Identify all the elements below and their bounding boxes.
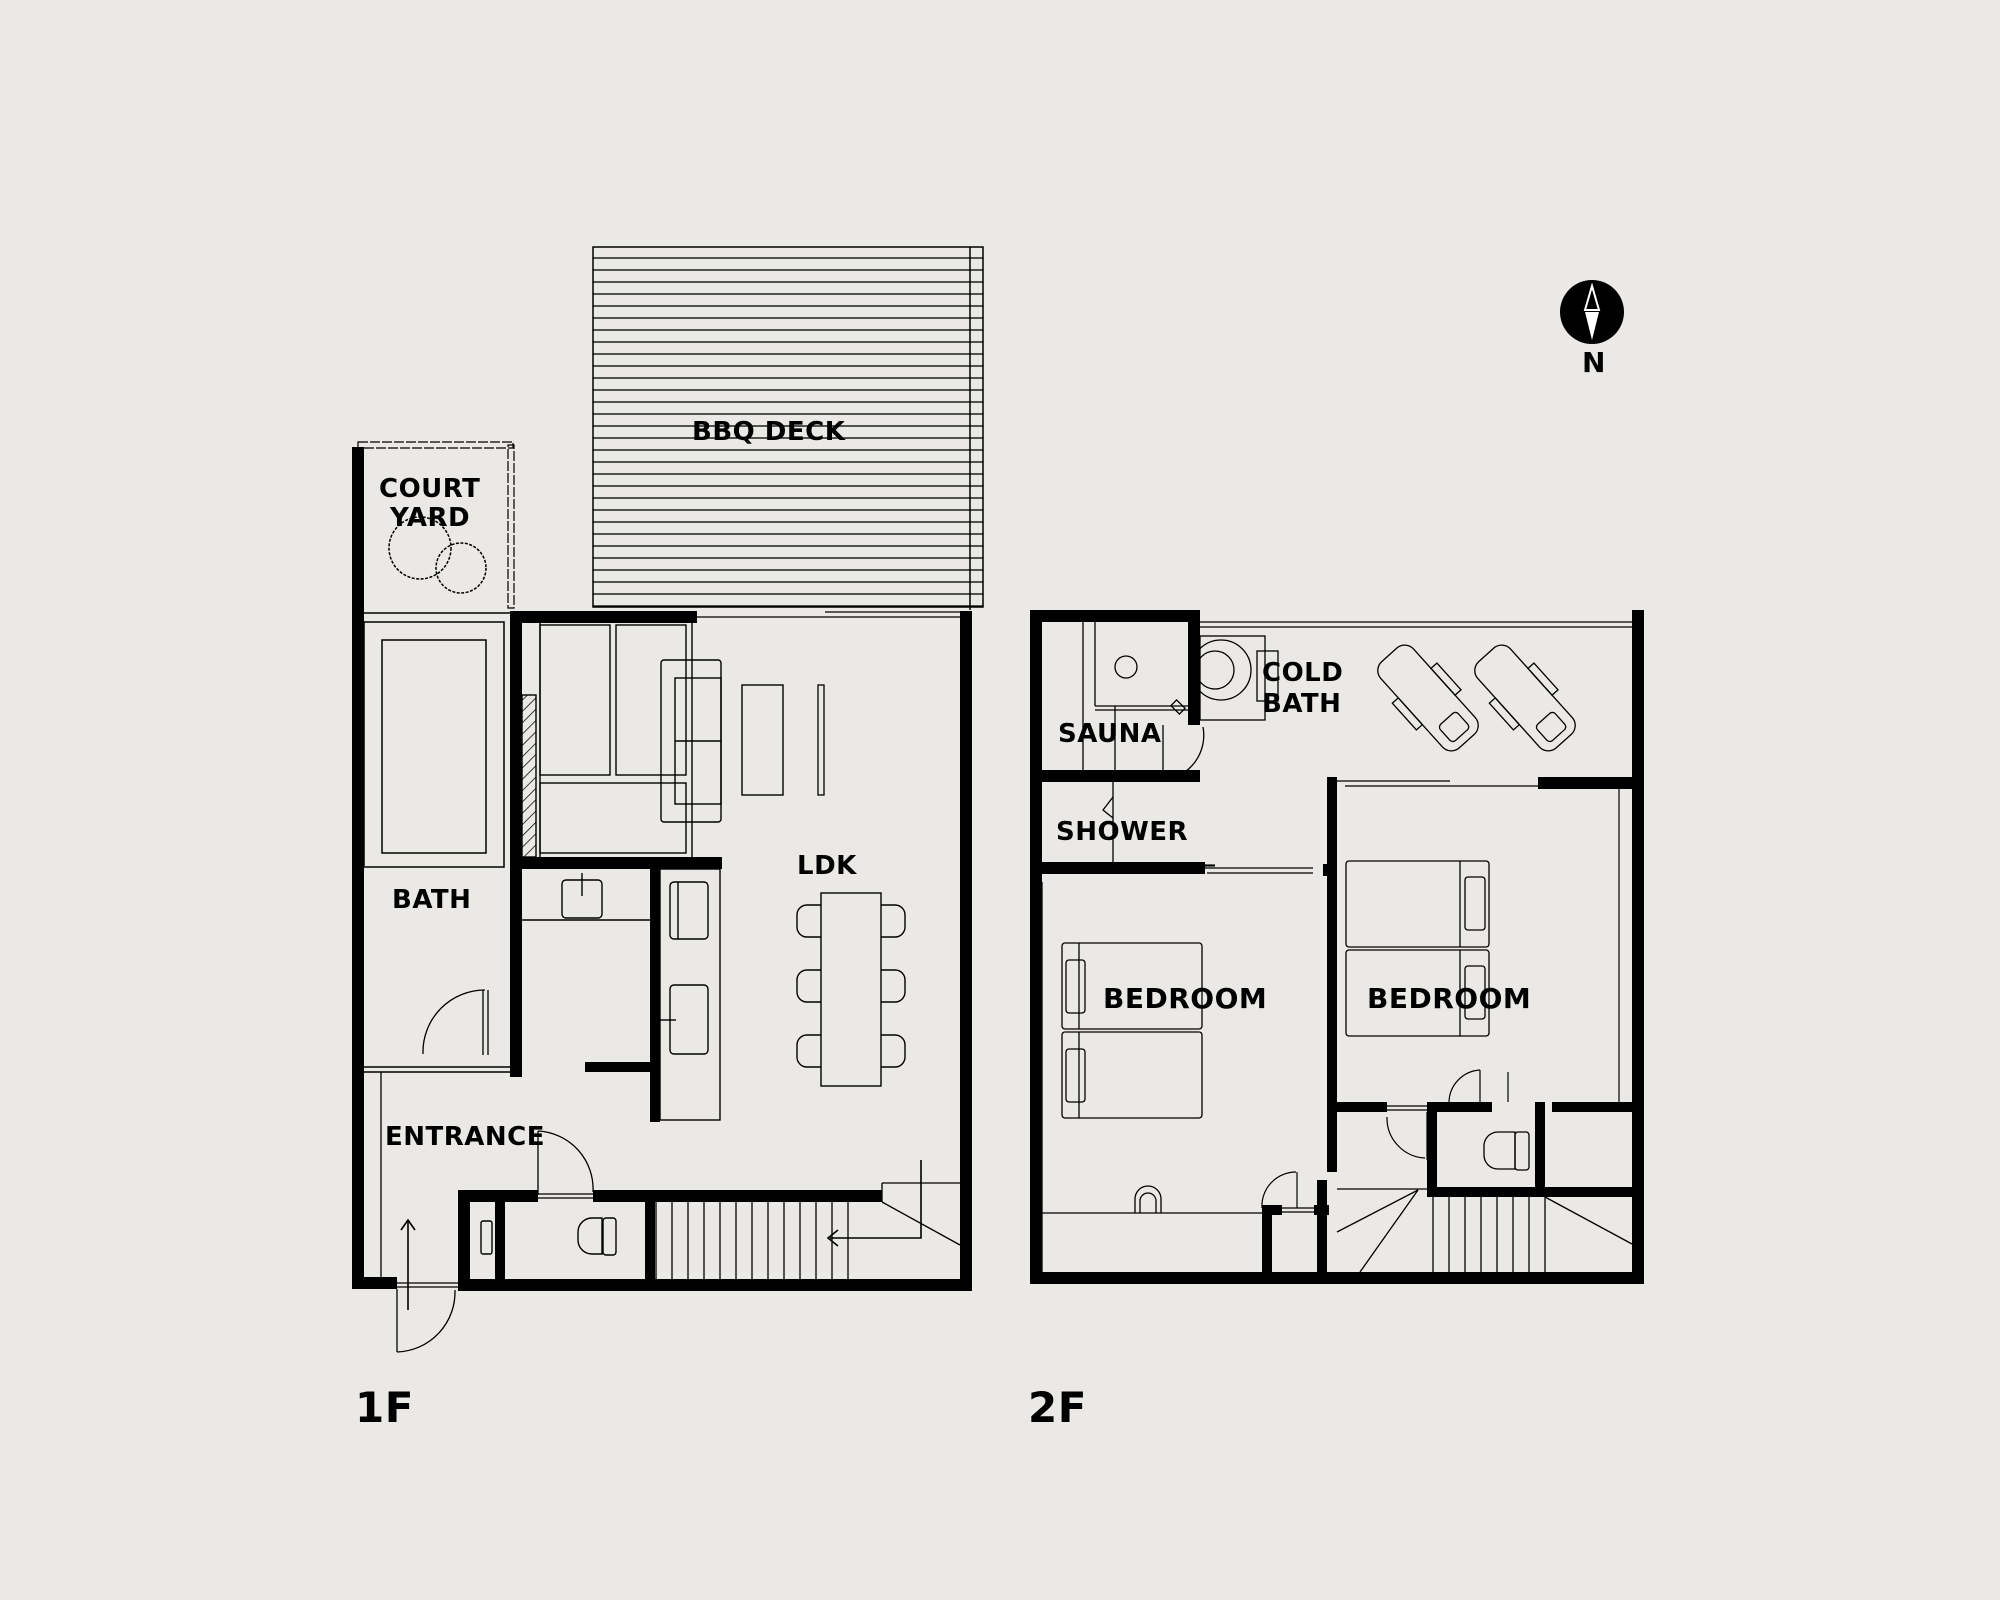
desk: [1042, 1185, 1262, 1214]
lounge-chair-icon: [1377, 644, 1479, 752]
1f-walls: [352, 447, 972, 1291]
dining-table: [796, 892, 906, 1087]
floor-2f: SAUNA COLD BATH SHOWER BEDROOM BEDROOM 2…: [1028, 610, 1644, 1432]
label-bath: BATH: [392, 885, 471, 915]
floor-label-1f: 1F: [355, 1383, 414, 1432]
bathtub: [363, 612, 510, 1073]
shower-fixtures: [1041, 782, 1114, 1272]
stairs-up-arrow-icon: [826, 1160, 922, 1247]
storage-cabinets: [521, 621, 693, 859]
label-sauna: SAUNA: [1058, 719, 1162, 749]
toilet-icon: [1483, 1131, 1530, 1171]
label-courtyard-2: YARD: [389, 503, 470, 533]
cold-bath-icon: [1170, 621, 1632, 721]
2f-walls: [1030, 610, 1644, 1284]
sauna-stove-icon: [1114, 655, 1138, 679]
coffee-table: [741, 684, 784, 796]
floor-1f: BBQ DECK COURT YARD BATH LDK ENTRANCE 1F: [352, 246, 984, 1432]
closet-door-icon: [1261, 1171, 1314, 1213]
bath-door-icon: [422, 989, 489, 1055]
tree-icon: [388, 516, 487, 594]
sauna-fixtures: [1082, 622, 1205, 781]
toilet-icon: [480, 1217, 617, 1256]
kitchen-counter: [659, 868, 721, 1121]
door-icon: [1386, 1069, 1509, 1160]
label-bbq-deck: BBQ DECK: [692, 417, 846, 447]
entrance-door-icon: [380, 1072, 458, 1353]
compass-label: N: [1582, 346, 1606, 379]
entry-arrow-icon: [400, 1218, 416, 1310]
north-arrow-icon: N: [1560, 280, 1624, 379]
label-cold-bath-1: COLD: [1262, 658, 1343, 688]
bbq-deck: [592, 246, 984, 610]
label-cold-bath-2: BATH: [1262, 689, 1341, 719]
lounge-chair-icon: [1474, 644, 1576, 752]
label-shower: SHOWER: [1056, 817, 1188, 847]
tv-unit: [817, 684, 825, 796]
bed-icon: [1061, 942, 1203, 1119]
label-bedroom-2: BEDROOM: [1367, 982, 1531, 1015]
stairs-2f: [1336, 1188, 1633, 1273]
stairs-1f: [655, 1182, 961, 1279]
toilet-door-icon: [537, 1130, 594, 1199]
sofa-icon: [660, 659, 722, 823]
label-entrance: ENTRANCE: [385, 1122, 545, 1152]
courtyard: [357, 441, 515, 609]
label-bedroom-1: BEDROOM: [1103, 982, 1267, 1015]
bed-icon: [1345, 860, 1490, 1037]
floor-label-2f: 2F: [1028, 1383, 1087, 1432]
sliding-doors-2f: [1200, 780, 1620, 1102]
deck-sliding-door: [697, 611, 960, 618]
label-courtyard-1: COURT: [379, 474, 480, 504]
sink-icon: [522, 873, 650, 921]
label-ldk: LDK: [797, 851, 857, 881]
